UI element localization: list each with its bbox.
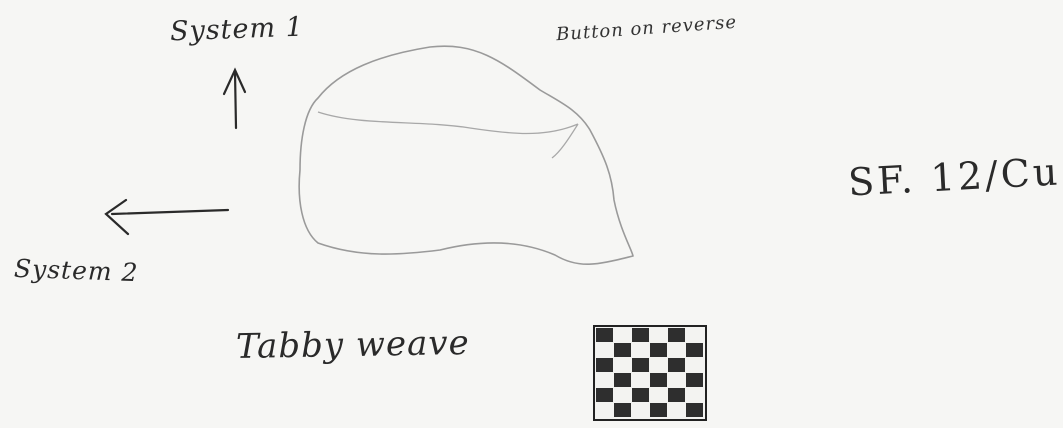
weave-square (614, 403, 631, 417)
weave-square (650, 373, 667, 387)
weave-square (596, 388, 613, 402)
weave-square (632, 358, 649, 372)
arrow-left-icon (106, 200, 228, 234)
weave-square (614, 343, 631, 357)
weave-square (668, 388, 685, 402)
fragment-outline (299, 46, 633, 264)
weave-square (614, 373, 631, 387)
weave-square (668, 358, 685, 372)
weave-square (632, 328, 649, 342)
weave-square (596, 328, 613, 342)
weave-square (686, 343, 703, 357)
weave-square (686, 403, 703, 417)
fragment-fold-line (318, 112, 578, 158)
system-1-label: System 1 (169, 12, 304, 48)
weave-square (668, 328, 685, 342)
weave-square (596, 358, 613, 372)
weave-square (650, 343, 667, 357)
system-2-label: System 2 (14, 254, 139, 287)
weave-square (686, 373, 703, 387)
arrow-up-icon (224, 70, 245, 128)
weave-square (650, 403, 667, 417)
tabby-weave-label: Tabby weave (236, 323, 470, 367)
weave-square (632, 388, 649, 402)
tabby-weave-checkerboard (594, 326, 706, 420)
